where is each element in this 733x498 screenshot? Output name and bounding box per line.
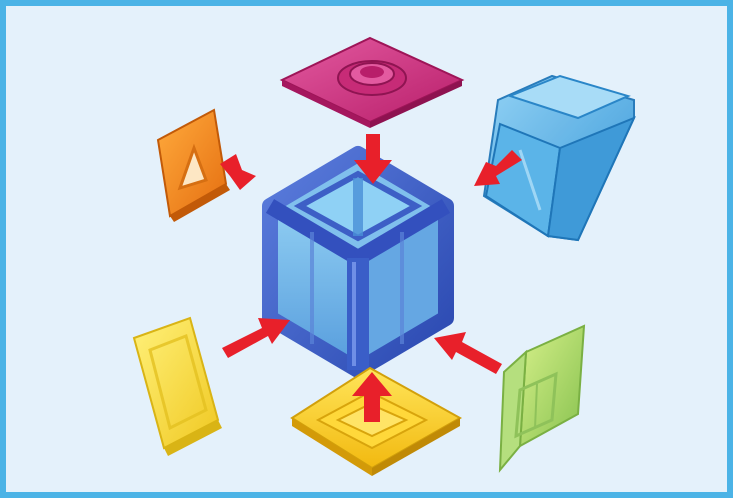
left-tile bbox=[158, 110, 230, 222]
arrow-from-bottom-left bbox=[222, 318, 290, 358]
cube-frame bbox=[270, 154, 446, 370]
top-tile bbox=[282, 38, 462, 128]
arrow-from-bottom-right bbox=[434, 332, 502, 374]
bottom-left-tile bbox=[134, 318, 222, 456]
bottom-right-tile bbox=[500, 326, 584, 470]
